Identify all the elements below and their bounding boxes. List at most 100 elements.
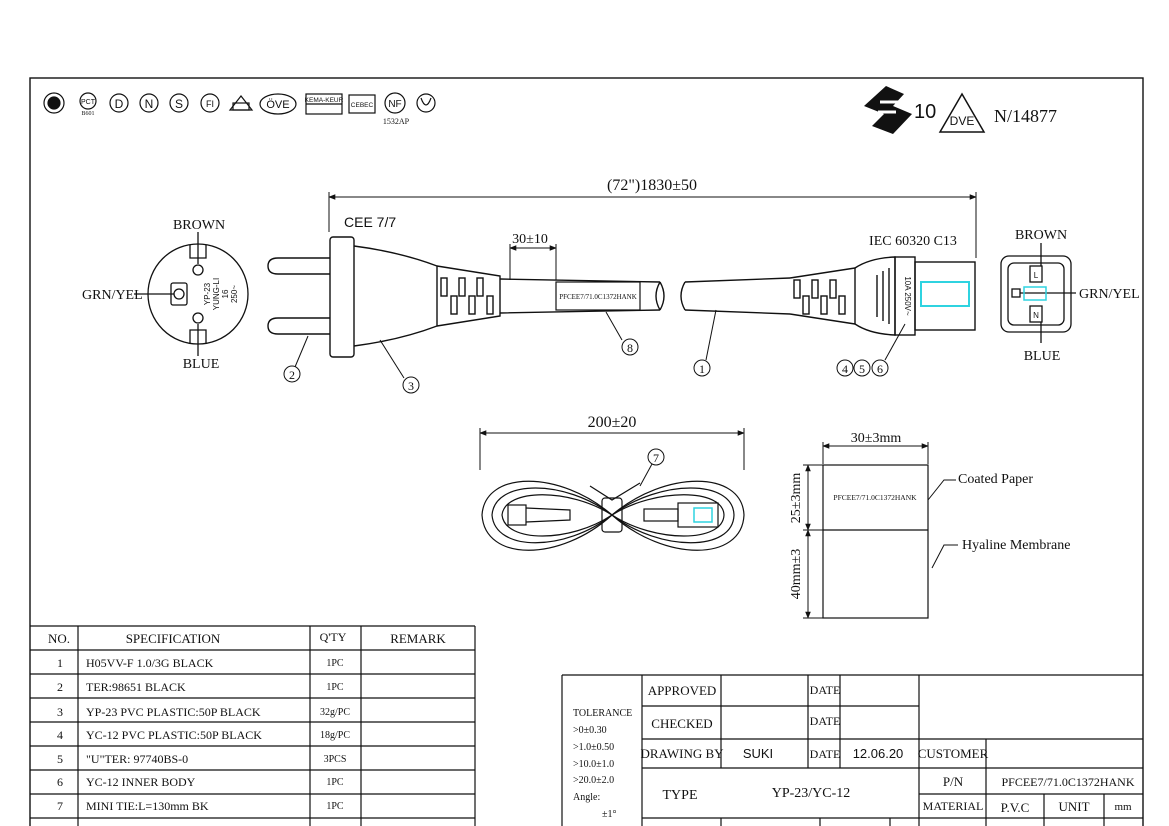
tag-text: PFCEE7/71.0C1372HANK — [833, 493, 917, 502]
c13-pin-l: L — [1034, 271, 1039, 280]
checked-date-label: DATE — [810, 714, 841, 728]
callout-4: 4 — [842, 362, 848, 376]
pct-mark-icon — [79, 92, 97, 110]
vde-mark-letters: DVE — [950, 114, 975, 128]
customer-label: CUSTOMER — [918, 746, 989, 761]
type-label: TYPE — [663, 788, 698, 803]
fi-mark-letter: FI — [206, 99, 214, 109]
imq-mark-icon — [416, 93, 436, 113]
callout-5: 5 — [859, 362, 865, 376]
enec-number: 10 — [914, 101, 936, 123]
bom-header-spec: SPECIFICATION — [126, 631, 221, 646]
ove-mark-label: ÖVE — [266, 99, 289, 111]
bom-header-remark: REMARK — [390, 631, 446, 646]
unit-value: mm — [1114, 801, 1132, 813]
plug-brown-label: BROWN — [173, 218, 225, 233]
tolerance-line-2: >1.0±0.50 — [573, 742, 614, 753]
approved-label: APPROVED — [648, 683, 717, 698]
c13-body-text: 10A 250V~ — [903, 276, 912, 316]
bom-row-3-spec: YP-23 PVC PLASTIC:50P BLACK — [86, 705, 261, 719]
cable-right-section — [680, 277, 791, 315]
coated-paper-label: Coated Paper — [958, 472, 1033, 487]
bom-row-2-qty: 1PC — [326, 682, 344, 693]
c13-blue-label: BLUE — [1024, 349, 1061, 364]
tolerance-angle-label: Angle: — [573, 792, 600, 803]
tag-width-value: 30±3mm — [851, 431, 902, 446]
callout-7: 7 — [653, 451, 659, 465]
bom-row-7-spec: MINI TIE:L=130mm BK — [86, 799, 209, 813]
tag-upper-height-value: 25±3mm — [789, 473, 804, 524]
n-mark-icon — [139, 93, 159, 113]
kema-keur-label: KEMA-KEUR — [305, 97, 344, 104]
pn-value: PFCEE7/71.0C1372HANK — [1001, 775, 1134, 789]
bom-row-1-no: 1 — [57, 656, 63, 670]
plug-grnyel-label: GRN/YEL — [82, 288, 143, 303]
d-mark-icon — [109, 93, 129, 113]
d-mark-letter: D — [115, 97, 124, 111]
tolerance-title: TOLERANCE — [573, 708, 632, 719]
plug-face-text-3: 16 — [221, 289, 230, 298]
vde-mark-icon — [938, 92, 986, 133]
c13-face-earth-slot — [1023, 286, 1047, 301]
unit-label: UNIT — [1058, 799, 1089, 814]
material-value: P.V.C — [1001, 800, 1030, 815]
label-tag — [822, 464, 929, 619]
bom-row-6-spec: YC-12 INNER BODY — [86, 775, 196, 789]
coiled-cable-view — [481, 480, 745, 551]
callout-bubbles — [283, 338, 889, 394]
bom-header-no: NO. — [48, 631, 70, 646]
bom-row-5-spec: "U"TER: 97740BS-0 — [86, 752, 188, 766]
tolerance-angle-value: ±1° — [602, 809, 617, 820]
cebec-label: CEBEC — [351, 102, 374, 109]
certification-marks: PCT B601 D N S FI ÖVE KEMA-KEUR CEBEC NF… — [43, 92, 436, 126]
pct-code: B601 — [81, 111, 94, 117]
bom-row-2-spec: TER:98651 BLACK — [86, 680, 186, 694]
c13-standard-label: IEC 60320 C13 — [869, 234, 957, 249]
overall-length-value: (72")1830±50 — [607, 177, 697, 194]
bom-row-4-no: 4 — [57, 728, 63, 742]
bom-row-4-qty: 18g/PC — [320, 730, 350, 741]
bom-row-2-no: 2 — [57, 680, 63, 694]
approved-date-label: DATE — [810, 683, 841, 697]
bom-row-4-spec: YC-12 PVC PLASTIC:50P BLACK — [86, 728, 262, 742]
drawing-by-label: DRAWING BY — [640, 746, 724, 761]
c13-face-view — [1000, 243, 1076, 343]
fi-mark-icon — [200, 93, 220, 113]
s-mark-letter: S — [175, 97, 183, 111]
drawing-by-value: SUKI — [743, 746, 773, 761]
plug-face-text-4: 250~ — [230, 285, 239, 303]
callout-6: 6 — [877, 362, 883, 376]
cable-label-band — [555, 281, 641, 311]
nf-mark-icon — [384, 92, 406, 114]
plug-face-text-1: YP-23 — [203, 282, 212, 305]
plug-standard-label: CEE 7/7 — [344, 214, 396, 230]
c13-pin-n: N — [1033, 311, 1039, 320]
drawing-date-label: DATE — [810, 747, 841, 761]
pn-label: P/N — [943, 774, 964, 789]
callout-1: 1 — [699, 362, 705, 376]
vde-number: N/14877 — [994, 106, 1057, 126]
tag-lower-height-value: 40mm±3 — [789, 549, 804, 599]
bom-row-3-qty: 32g/PC — [320, 707, 350, 718]
nf-code: 1532AP — [383, 117, 410, 126]
material-label: MATERIAL — [923, 799, 984, 813]
coil-c13-window — [693, 507, 713, 523]
bom-grid — [30, 625, 476, 826]
callout-2: 2 — [289, 368, 295, 382]
bom-header-qty: Q'TY — [320, 630, 347, 644]
tolerance-line-3: >10.0±1.0 — [573, 759, 614, 770]
tag-dimensions — [803, 442, 929, 619]
callout-8: 8 — [627, 341, 633, 355]
bom-row-6-qty: 1PC — [326, 777, 344, 788]
bom-row-3-no: 3 — [57, 705, 63, 719]
label-offset-value: 30±10 — [512, 232, 548, 247]
callout-leaders — [294, 309, 906, 379]
coil-width-dimension — [479, 428, 745, 470]
callout-3: 3 — [408, 379, 414, 393]
plug-blue-label: BLUE — [183, 357, 220, 372]
c13-socket-window — [920, 281, 970, 307]
bom-row-7-qty: 1PC — [326, 801, 344, 812]
nf-mark-letters: NF — [388, 99, 401, 110]
cebec-mark-icon — [348, 94, 376, 114]
